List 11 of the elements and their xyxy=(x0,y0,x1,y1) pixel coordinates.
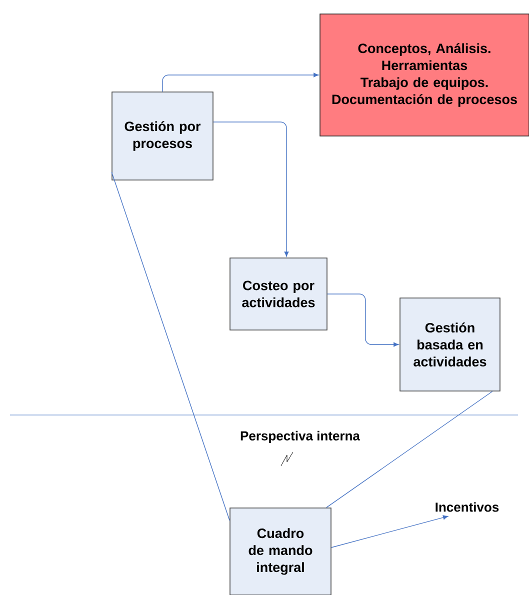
section-label: Perspectiva interna xyxy=(240,430,360,444)
arrow xyxy=(331,515,448,548)
arrow xyxy=(213,122,289,257)
highlight-box: Conceptos, Análisis. Herramientas Trabajo de equipos. Documentación de procesos xyxy=(320,14,529,136)
process-box: Gestión basada en actividades xyxy=(400,298,500,392)
arrow xyxy=(327,294,399,347)
arrow xyxy=(162,72,319,92)
text-label: Incentivos xyxy=(436,502,499,512)
process-box: Gestión por procesos xyxy=(112,92,214,180)
process-box: Costeo por actividades xyxy=(230,258,328,330)
process-box: Cuadro de mando integral xyxy=(230,508,332,595)
